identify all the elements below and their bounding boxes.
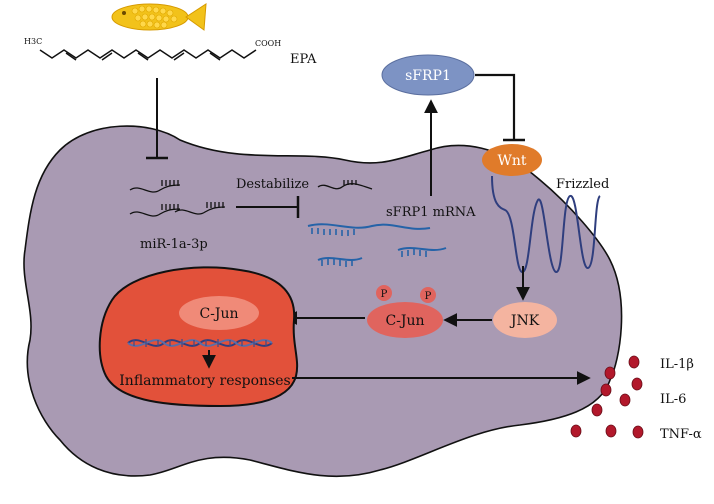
sfrp1-mrna-label: sFRP1 mRNA xyxy=(386,205,476,220)
dna-helix xyxy=(127,339,273,347)
epa-label: EPA xyxy=(290,52,317,67)
il1b-label: IL-1β xyxy=(660,357,694,372)
fish-icon xyxy=(111,3,207,31)
mirna-label: miR-1a-3p xyxy=(140,237,208,252)
jnk-node xyxy=(493,302,557,338)
jnk-label: JNK xyxy=(509,313,540,329)
destabilize-label: Destabilize xyxy=(236,177,309,192)
sfrp1-node xyxy=(381,54,475,96)
epa-molecule xyxy=(39,49,257,61)
il6-label: IL-6 xyxy=(660,392,686,407)
cooh-label: COOH xyxy=(255,39,281,48)
cjun-nucleus-node xyxy=(179,296,259,330)
wnt-label: Wnt xyxy=(497,153,526,169)
ch3-label: H3C xyxy=(24,37,42,46)
mirna-strands xyxy=(129,180,226,217)
phospho-label-left: P xyxy=(381,289,388,300)
tnfa-label: TNF-α xyxy=(660,427,702,442)
wnt-node xyxy=(482,144,542,176)
cjun-nucleus-label: C-Jun xyxy=(199,306,238,322)
frizzled-label: Frizzled xyxy=(556,177,609,192)
phospho-circle-left xyxy=(376,285,392,301)
sfrp1-inhibit-line xyxy=(475,73,516,140)
cjun-cytoplasm-label: C-Jun xyxy=(385,313,424,329)
phospho-label-right: P xyxy=(425,291,432,302)
cjun-cytoplasm-node xyxy=(367,302,443,338)
inflammatory-responses-label: Inflammatory responses xyxy=(119,373,290,389)
sfrp1-mrna-strands xyxy=(307,223,447,267)
cytokine-dots xyxy=(570,355,644,439)
sfrp1-label: sFRP1 xyxy=(405,68,451,84)
phospho-circle-right xyxy=(420,287,436,303)
frizzled-receptor xyxy=(491,175,601,274)
mirna-bound xyxy=(317,180,373,190)
